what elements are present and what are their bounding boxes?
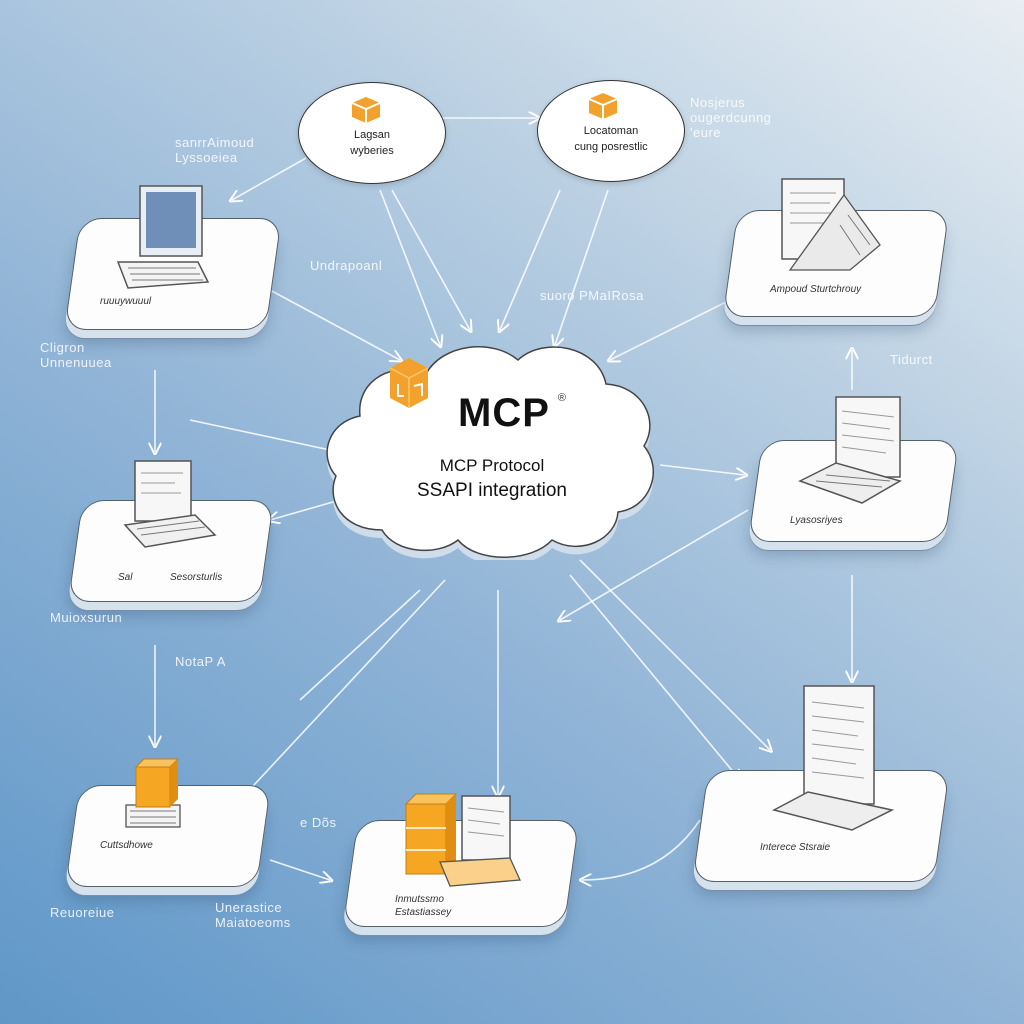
floating-label: Muioxsurun [50, 610, 123, 625]
laptop-icon[interactable] [108, 182, 218, 292]
node-top-right[interactable]: Locatoman cung posrestlic [537, 80, 685, 182]
link-topleft-laptop [232, 157, 307, 200]
link-cloud-botleft [240, 579, 446, 800]
device-label: Inmutssmo Estastiassey [395, 894, 452, 918]
node-line1: Locatoman [583, 125, 639, 137]
link-cloud-botright-b [569, 574, 740, 780]
laptop-document-icon[interactable] [768, 680, 898, 835]
laptop-icon[interactable] [760, 175, 890, 275]
node-line2: wyberies [350, 145, 394, 157]
floating-label: Cligron Unnenuuea [40, 340, 112, 370]
link-botleft-botcenter [269, 859, 330, 880]
link-laptop-tr-cloud [610, 299, 731, 360]
hub-title-row: MCP ® [322, 390, 662, 436]
link-ellipse2-cloud-b [555, 189, 609, 345]
device-label: Cuttsdhowe [100, 840, 153, 851]
floating-label: Unerastice Maiatoeoms [215, 900, 291, 930]
floating-label: NotaP A [175, 654, 226, 669]
device-label: Lyasosriyes [790, 515, 843, 526]
link-cloud-midright [659, 464, 745, 475]
floating-label: Tidurct [890, 352, 933, 367]
laptop-icon[interactable] [790, 393, 910, 508]
device-label: Interece Stsraie [760, 842, 831, 853]
hub-subtitle-2: SSAPI integration [417, 480, 567, 501]
orange-server-laptop-icon[interactable] [400, 790, 530, 890]
laptop-icon[interactable] [115, 455, 225, 555]
link-midright-botcenter [560, 509, 749, 620]
link-cloud-left-fan [189, 419, 331, 451]
device-label: Ampoud Sturtchrouy [770, 284, 862, 295]
orange-server-icon[interactable] [118, 755, 188, 830]
link-ellipse1-cloud-b [391, 189, 470, 330]
node-line2: cung posrestlic [574, 141, 648, 153]
node-line1: Lagsan [353, 129, 391, 141]
hub-subtitle-1: MCP Protocol [439, 456, 545, 475]
link-cloud-bottom-fan [299, 589, 421, 701]
orange-cube-icon [389, 358, 429, 408]
cloud-shape [326, 346, 654, 560]
registered-mark: ® [557, 392, 566, 404]
floating-label: suoro PMaIRosa [540, 288, 644, 303]
floating-label: Reuoreiue [50, 905, 115, 920]
link-ellipse1-cloud-a [379, 189, 440, 345]
orange-cube-icon [588, 93, 618, 119]
node-top-left[interactable]: Lagsan wyberies [298, 82, 446, 184]
link-cloud-botright-a [579, 559, 770, 750]
link-cloud-midleft [270, 499, 341, 520]
device-sublabel: Sal [118, 572, 133, 583]
link-ellipse2-cloud-a [500, 189, 561, 330]
link-laptop-tl-cloud [269, 289, 400, 360]
link-botright-botcenter [582, 819, 701, 880]
mcp-cloud-hub[interactable]: MCP ® MCP Protocol SSAPI integration [322, 330, 662, 560]
floating-label: Nosjerus ougerdcunng 'eure [690, 95, 772, 140]
device-label: ruuuywuuul [100, 296, 152, 307]
floating-label: sanrrAimoud Lyssoeiea [175, 135, 255, 165]
device-label: Sesorsturlis [170, 572, 223, 583]
orange-cube-icon [351, 97, 381, 123]
floating-label: Undrapoanl [310, 258, 383, 273]
floating-label: e Dõs [300, 815, 337, 830]
hub-title: MCP [458, 391, 550, 435]
